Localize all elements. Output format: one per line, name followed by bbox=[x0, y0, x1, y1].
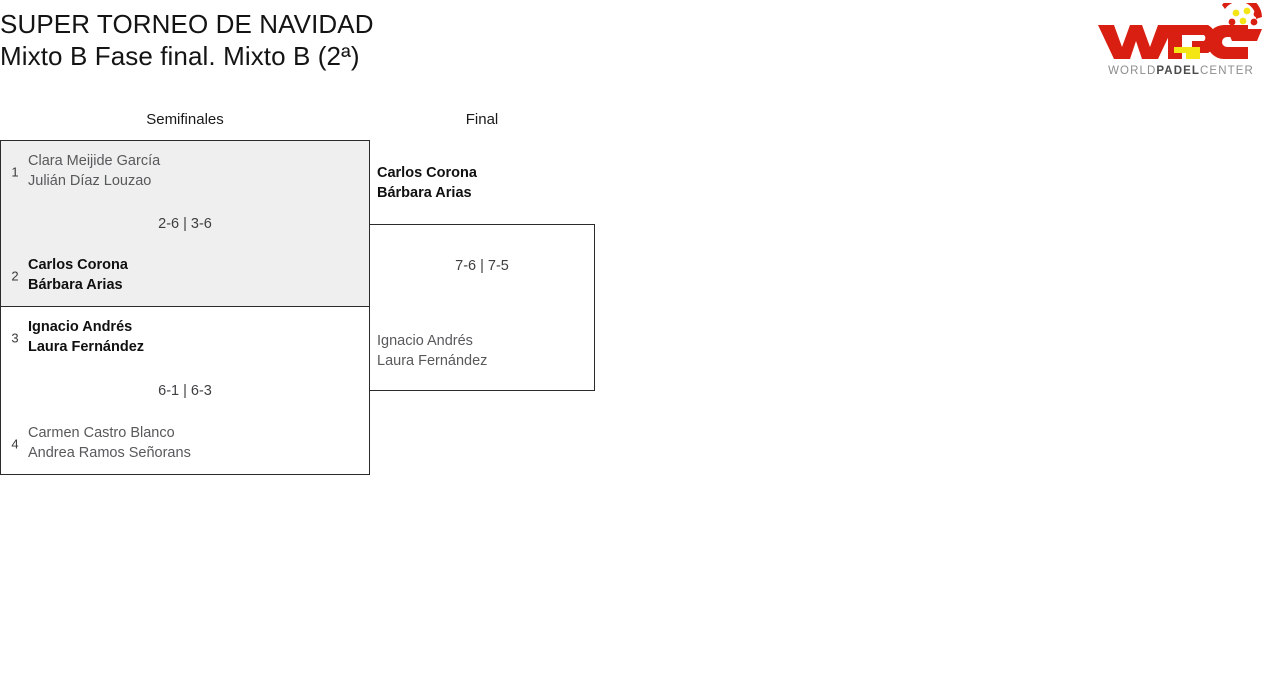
seed-number: 3 bbox=[11, 330, 19, 345]
player-name: Carlos Corona bbox=[28, 257, 128, 273]
match-score: 6-1 | 6-3 bbox=[158, 382, 212, 399]
logo-wordmark-prefix: WORLD bbox=[1108, 65, 1157, 77]
player-name: Bárbara Arias bbox=[28, 276, 123, 293]
round-header-final: Final bbox=[465, 111, 499, 128]
seed-number: 2 bbox=[11, 268, 19, 283]
player-name: Andrea Ramos Señorans bbox=[28, 444, 191, 461]
team-slot-seed-2[interactable]: 2 Carlos Corona Bárbara Arias bbox=[1, 256, 369, 295]
round-header-semifinales: Semifinales bbox=[146, 111, 224, 128]
player-name: Ignacio Andrés bbox=[28, 319, 133, 335]
tournament-title: SUPER TORNEO DE NAVIDAD bbox=[0, 9, 374, 39]
team-slot-seed-3[interactable]: 3 Ignacio Andrés Laura Fernández bbox=[1, 318, 369, 357]
logo-wordmark-bold: PADEL bbox=[1156, 65, 1201, 77]
match-semifinal-1[interactable]: 1 Clara Meijide García Julián Díaz Louza… bbox=[0, 140, 370, 307]
player-name: Carmen Castro Blanco bbox=[28, 425, 175, 441]
player-name: Laura Fernández bbox=[28, 338, 145, 355]
player-name: Clara Meijide García bbox=[28, 153, 161, 169]
tournament-header: SUPER TORNEO DE NAVIDAD Mixto B Fase fin… bbox=[0, 8, 900, 72]
final-loser-team[interactable]: Ignacio Andrés Laura Fernández bbox=[377, 332, 487, 371]
team-slot-seed-4[interactable]: 4 Carmen Castro Blanco Andrea Ramos Seño… bbox=[1, 424, 369, 463]
team-slot-seed-1[interactable]: 1 Clara Meijide García Julián Díaz Louza… bbox=[1, 152, 369, 191]
player-name: Julián Díaz Louzao bbox=[28, 172, 152, 189]
match-semifinal-2[interactable]: 3 Ignacio Andrés Laura Fernández 6-1 | 6… bbox=[0, 307, 370, 475]
seed-number: 1 bbox=[11, 164, 19, 179]
logo-wordmark: WORLDPADELCENTER bbox=[1102, 65, 1260, 77]
brand-logo: WORLDPADELCENTER bbox=[1096, 3, 1266, 83]
world-padel-center-logo-icon bbox=[1098, 3, 1262, 59]
final-winner-team[interactable]: Carlos Corona Bárbara Arias bbox=[377, 164, 477, 203]
logo-wordmark-suffix: CENTER bbox=[1200, 65, 1254, 77]
player-name: Laura Fernández bbox=[377, 352, 488, 369]
player-name: Bárbara Arias bbox=[377, 184, 472, 201]
player-name: Carlos Corona bbox=[377, 165, 477, 181]
seed-number: 4 bbox=[11, 436, 19, 451]
final-match-score: 7-6 | 7-5 bbox=[455, 258, 509, 274]
tournament-subtitle: Mixto B Fase final. Mixto B (2ª) bbox=[0, 41, 360, 71]
player-name: Ignacio Andrés bbox=[377, 333, 473, 349]
match-final[interactable] bbox=[369, 224, 595, 391]
match-score: 2-6 | 3-6 bbox=[158, 215, 212, 232]
